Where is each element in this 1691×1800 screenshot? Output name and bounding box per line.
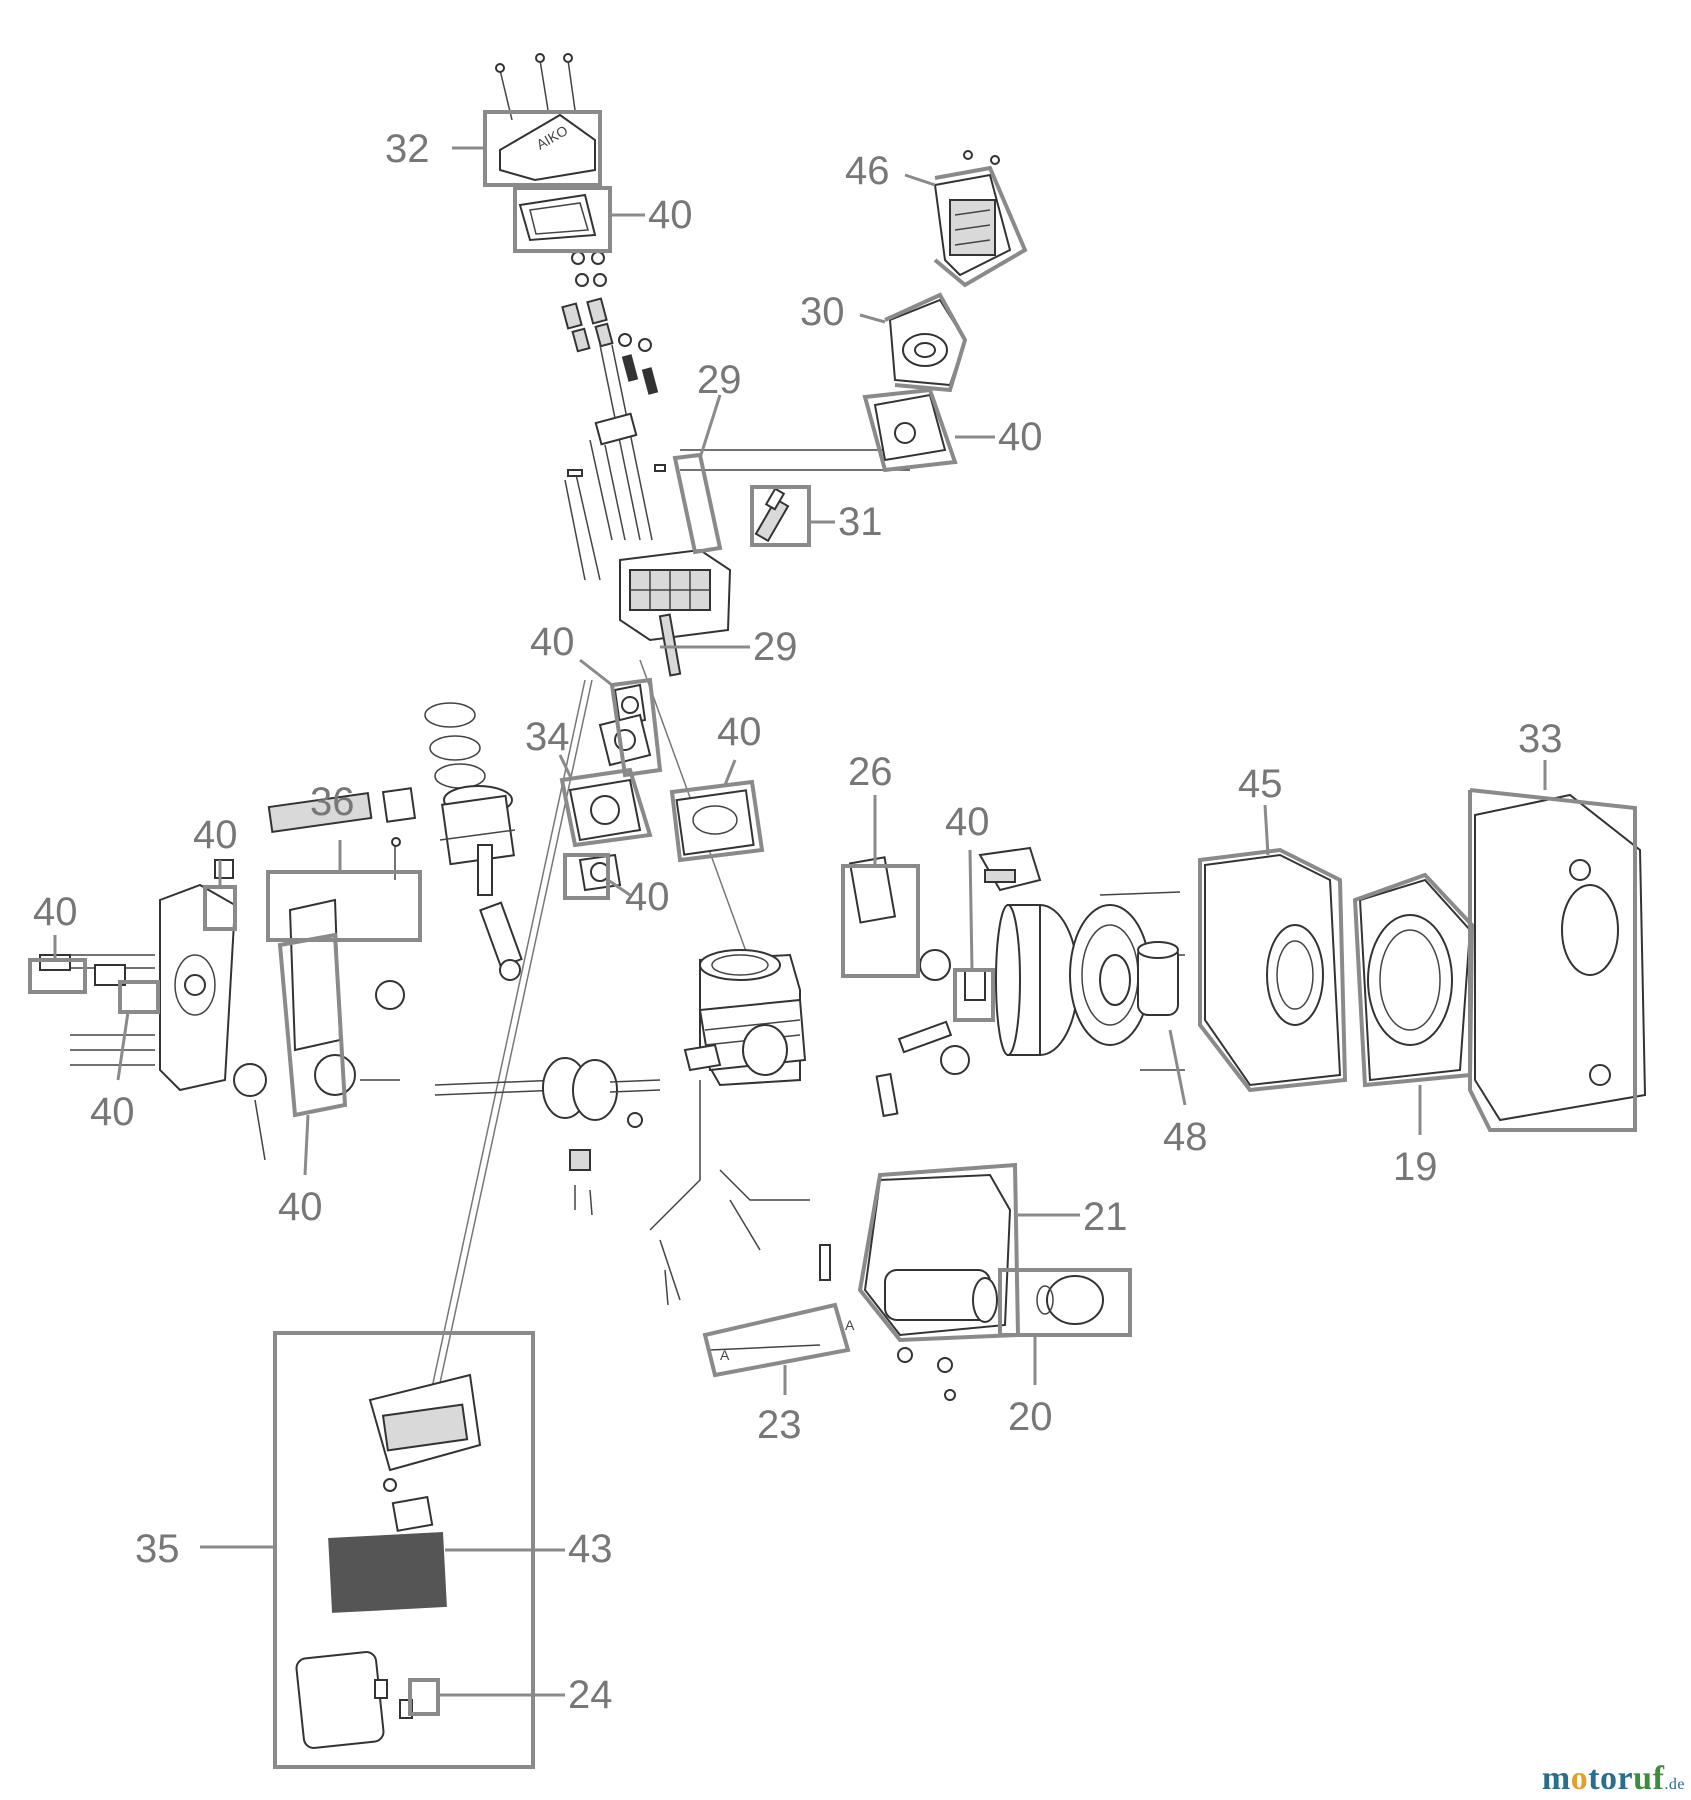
muffler — [873, 150, 1012, 462]
recoil-starter — [1358, 878, 1472, 1082]
callout-32: 32 — [385, 127, 430, 171]
callout-23: 23 — [757, 1403, 802, 1447]
crankcase-cover — [70, 787, 417, 1161]
callout-frames — [28, 110, 1637, 1769]
watermark-part-uf: uf — [1633, 1760, 1665, 1797]
callout-40-head-gasket: 40 — [717, 710, 762, 754]
air-cleaner — [295, 1373, 482, 1749]
callout-labels: 32 40 46 30 29 40 31 29 40 34 40 40 36 4… — [33, 127, 1563, 1717]
ignition-parts — [848, 846, 1185, 1118]
crankshaft — [434, 1057, 661, 1216]
callout-36: 36 — [310, 780, 355, 824]
outer-cover — [1474, 793, 1647, 1122]
callout-40-bolt: 40 — [33, 890, 78, 934]
watermark-logo: motoruf.de — [1542, 1760, 1685, 1798]
watermark-part-o: o — [1570, 1760, 1589, 1797]
callout-19: 19 — [1393, 1145, 1438, 1189]
svg-text:A: A — [845, 1317, 855, 1333]
callout-30: 30 — [800, 290, 845, 334]
callout-40-case-gasket: 40 — [278, 1185, 323, 1229]
callout-40-intake: 40 — [530, 620, 575, 664]
callout-43: 43 — [568, 1527, 613, 1571]
piston-assembly — [424, 702, 523, 981]
valve-cover: AIKO — [495, 53, 597, 242]
callout-45: 45 — [1238, 762, 1283, 806]
fan-shroud — [1204, 853, 1342, 1087]
watermark-part-m: m — [1541, 1760, 1571, 1797]
callout-35: 35 — [135, 1527, 180, 1571]
callout-40-gasket-cover: 40 — [648, 193, 693, 237]
cylinder-head — [619, 548, 732, 677]
callout-40-seal: 40 — [193, 813, 238, 857]
flywheel — [995, 904, 1179, 1056]
callout-20: 20 — [1008, 1395, 1053, 1439]
svg-text:A: A — [720, 1347, 730, 1363]
callout-29-upper: 29 — [697, 358, 742, 402]
callout-34: 34 — [525, 715, 570, 759]
callout-46: 46 — [845, 149, 890, 193]
callout-24: 24 — [568, 1673, 613, 1717]
callout-33: 33 — [1518, 717, 1563, 761]
watermark-suffix: .de — [1664, 1776, 1685, 1793]
callout-48: 48 — [1163, 1115, 1208, 1159]
callout-31: 31 — [838, 500, 883, 544]
callout-40-oil-seal: 40 — [945, 800, 990, 844]
callout-26: 26 — [848, 750, 893, 794]
callout-40-muffler-gasket: 40 — [998, 415, 1043, 459]
callout-21: 21 — [1083, 1195, 1128, 1239]
engine-block — [683, 949, 807, 1087]
fuel-tank — [863, 1173, 1104, 1401]
callout-40-carb-gasket: 40 — [625, 875, 670, 919]
spark-plug — [754, 487, 790, 543]
callout-40-cover-seal: 40 — [90, 1090, 135, 1134]
carburetor-column — [568, 683, 652, 892]
part-drawings: AIKO — [39, 53, 1647, 1749]
watermark-part-tor: tor — [1588, 1760, 1634, 1797]
valve-train — [561, 251, 666, 581]
callout-29-lower: 29 — [753, 625, 798, 669]
linkage: A A — [649, 1080, 855, 1363]
